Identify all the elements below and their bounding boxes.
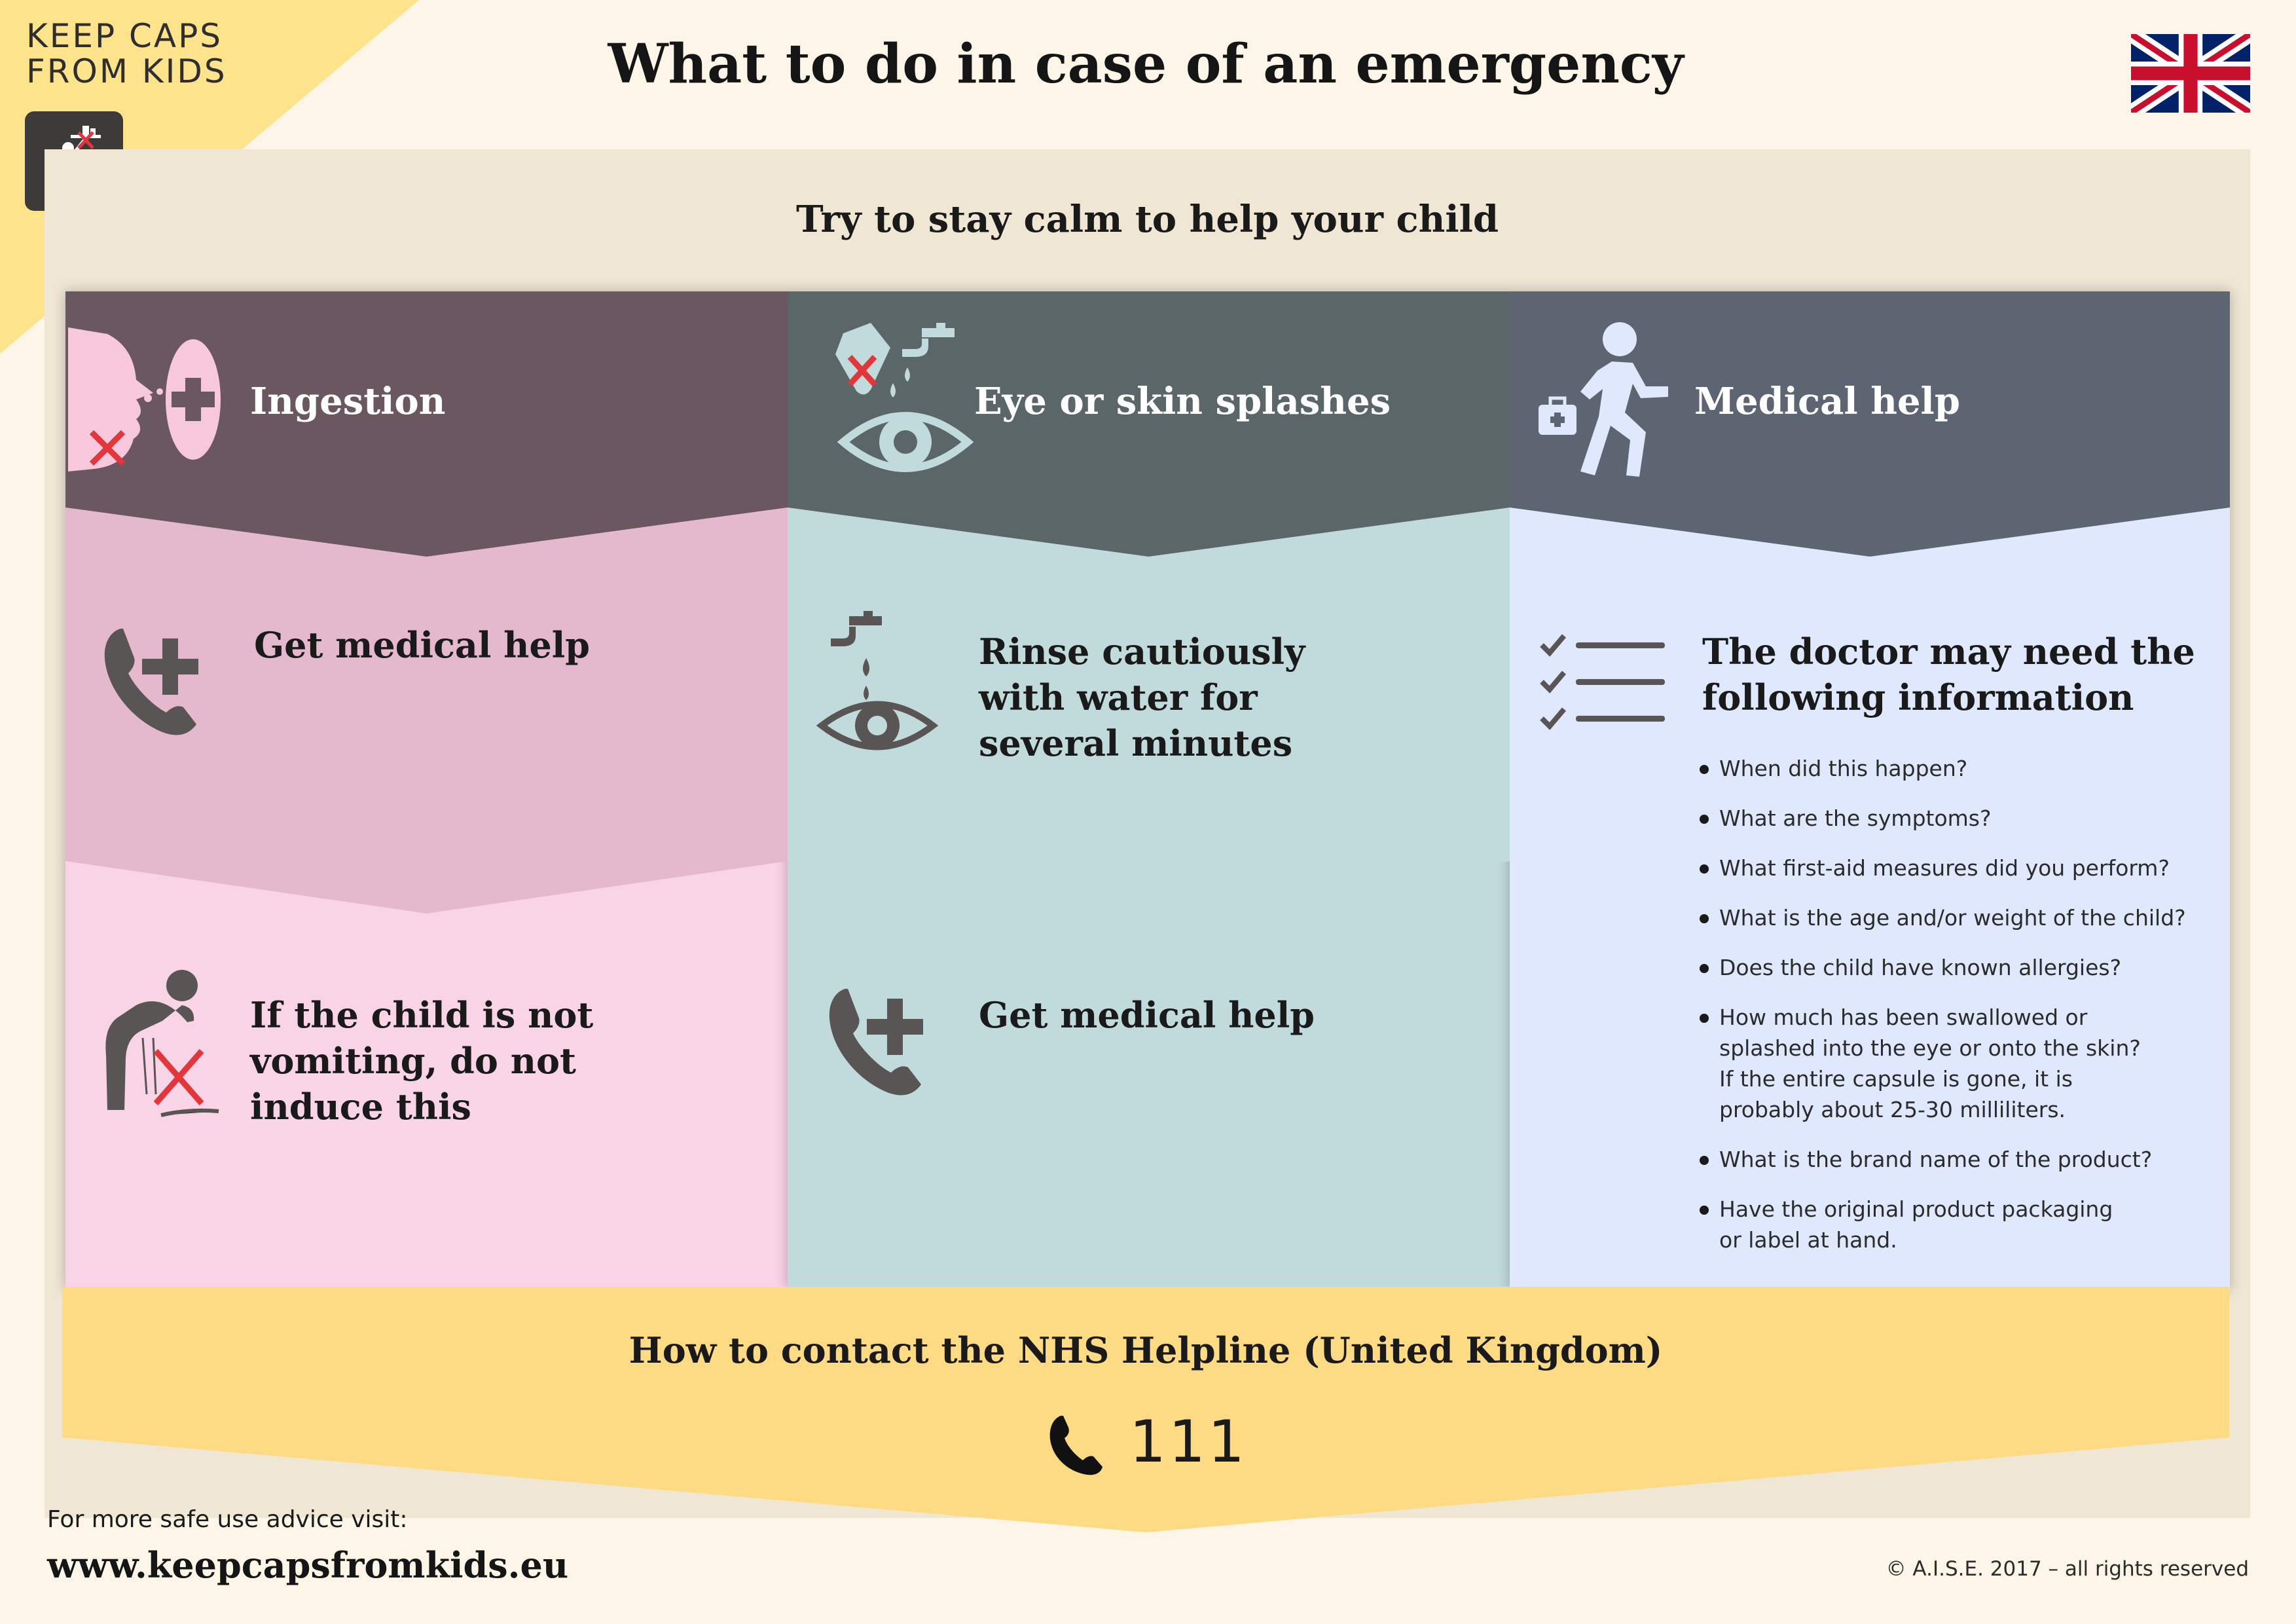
uk-flag-icon (2131, 34, 2250, 113)
doctor-questions-list: When did this happen? What are the sympt… (1700, 753, 2217, 1274)
phone-icon[interactable] (1048, 1413, 1104, 1476)
column-splashes: Eye or skin splashes Rinse cautiously wi… (788, 291, 1510, 1290)
pill-icon (166, 339, 221, 460)
splashes-step2: Get medical help (979, 994, 1315, 1036)
ingestion-step1: Get medical help (254, 624, 591, 666)
subtitle: Try to stay calm to help your child (795, 198, 1499, 241)
list-item: When did this happen? (1700, 753, 2217, 784)
page-title: What to do in case of an emergency (608, 33, 1684, 96)
brand-line-1: KEEP CAPS (26, 17, 223, 55)
helpline-number[interactable]: 111 (1129, 1408, 1247, 1475)
list-item: Have the original product packaging or l… (1700, 1194, 2217, 1255)
checklist-icon (1540, 634, 1665, 730)
copyright: © A.I.S.E. 2017 – all rights reserved (1886, 1557, 2249, 1581)
tap-water-eye-icon (816, 611, 939, 750)
runner-medkit-icon (1539, 322, 1668, 477)
brand-name: KEEP CAPS FROM KIDS (26, 18, 227, 89)
splashes-step1: Rinse cautiously with water for several … (979, 631, 1305, 764)
medical-info-heading: The doctor may need the following inform… (1702, 631, 2195, 718)
column-ingestion: Ingestion Get medical help If the child … (65, 291, 788, 1290)
list-item: What are the symptoms? (1700, 803, 2217, 834)
tap-eye-icon (835, 323, 974, 472)
phone-plus-icon (104, 629, 198, 735)
medical-title: Medical help (1694, 380, 1960, 423)
phone-plus-icon (829, 989, 923, 1096)
list-item: Does the child have known allergies? (1700, 952, 2217, 983)
brand-line-2: FROM KIDS (26, 52, 227, 90)
mouth-cross-icon (68, 327, 163, 471)
vomit-cross-icon (105, 970, 219, 1117)
list-item: What is the brand name of the product? (1700, 1144, 2217, 1175)
ingestion-step2: If the child is not vomiting, do not ind… (250, 994, 594, 1128)
list-item: What first-aid measures did you perform? (1700, 853, 2217, 883)
splashes-title: Eye or skin splashes (974, 380, 1391, 423)
website-link[interactable]: www.keepcapsfromkids.eu (47, 1544, 569, 1586)
ingestion-title: Ingestion (250, 380, 446, 423)
footer-lead-text: For more safe use advice visit: (47, 1506, 408, 1533)
list-item: How much has been swallowed or splashed … (1700, 1002, 2217, 1125)
column-medical-help: Medical help The doctor may need the fol… (1510, 291, 2230, 1290)
helpline-title: How to contact the NHS Helpline (United … (629, 1329, 1663, 1371)
list-item: What is the age and/or weight of the chi… (1700, 902, 2217, 933)
